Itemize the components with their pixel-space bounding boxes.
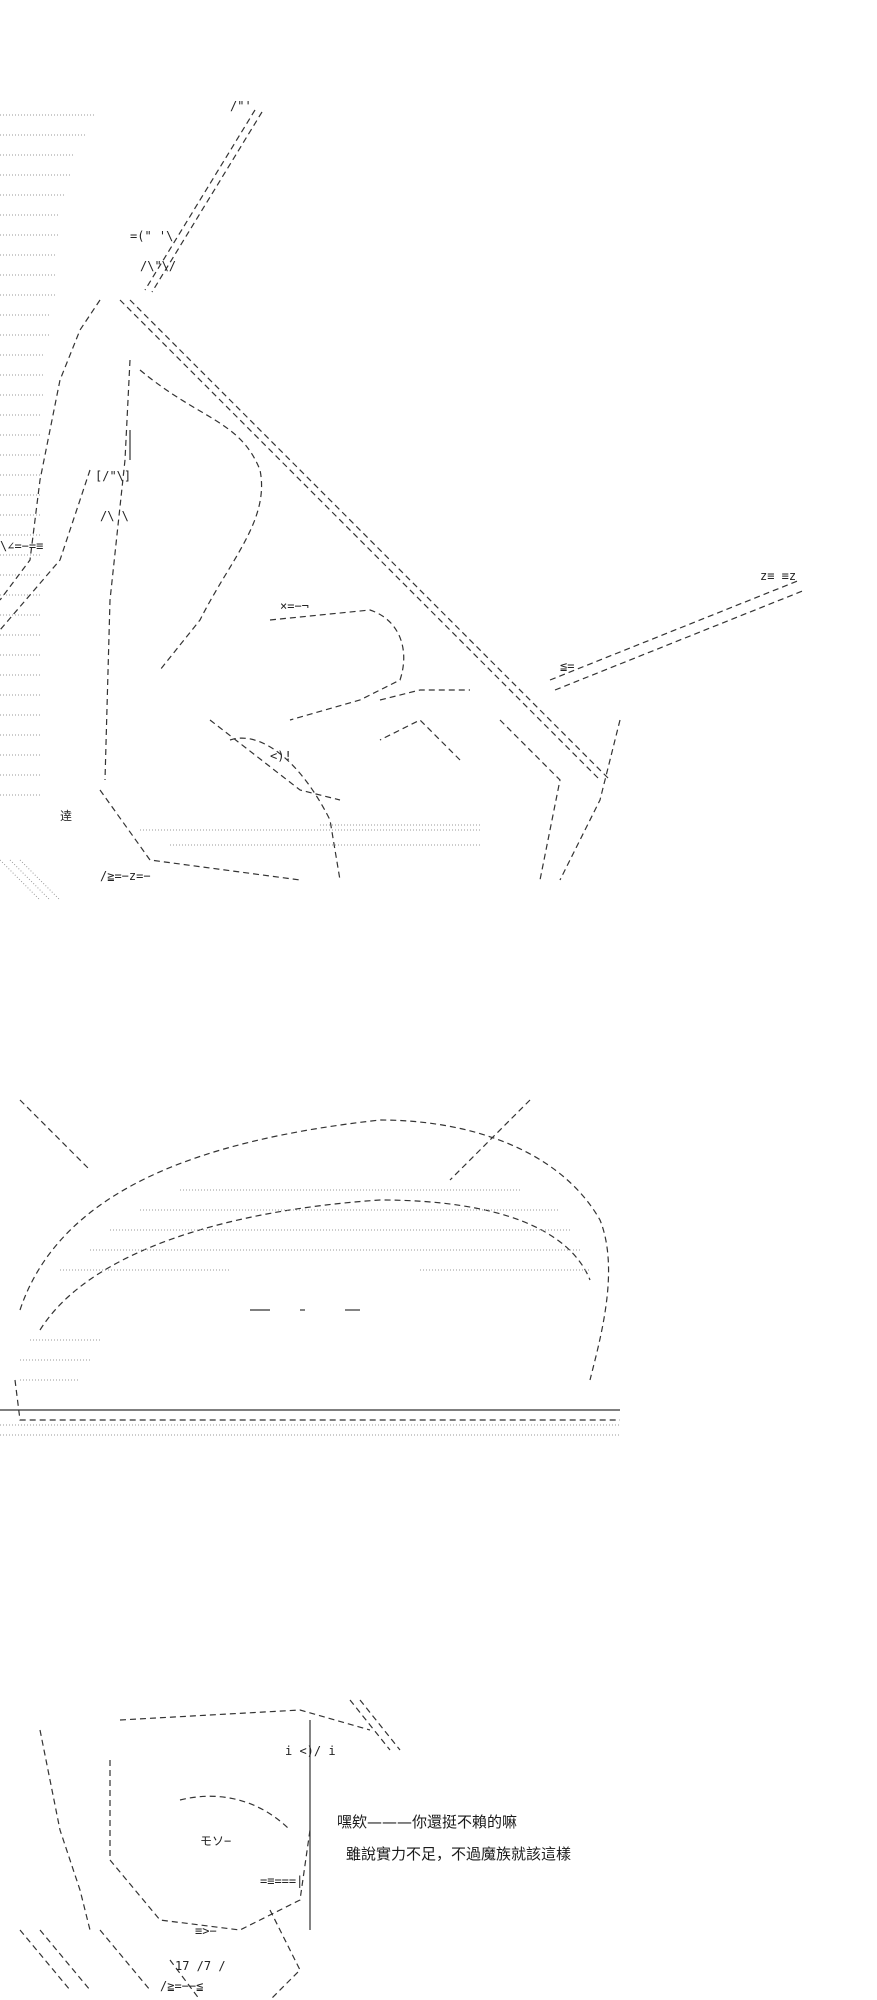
dialogue-line-2: 雖說實力不足，不過魔族就該這樣: [346, 1845, 572, 1863]
svg-text:=(" '\: =(" '\: [130, 229, 173, 243]
svg-text:≡>−: ≡>−: [195, 1924, 217, 1938]
ascii-art-drawing-2: [0, 1099, 620, 1436]
vehicle-outline: [0, 1099, 620, 1421]
svg-text:モソ−: モソ−: [200, 1834, 231, 1848]
ascii-art-drawing-1: /"' =(" '\ /\"\/ [/"\] /\ \ \∠=−=≡ ×=−¬ …: [0, 99, 806, 900]
weapon-lines: [119, 109, 806, 781]
ascii-art-panel-2: [0, 1080, 877, 1460]
svg-text:17 /7 /: 17 /7 /: [175, 1959, 226, 1973]
vehicle-shading: [0, 1189, 620, 1436]
svg-text:z≡ ≡z: z≡ ≡z: [760, 569, 796, 583]
svg-text:i <)/ i: i <)/ i: [285, 1744, 336, 1758]
svg-text:/\ \: /\ \: [100, 509, 129, 523]
left-shading: [0, 114, 95, 796]
svg-text:/≧=−−≦: /≧=−−≦: [160, 1979, 203, 1993]
svg-text:/≧=−z=−: /≧=−z=−: [100, 869, 151, 883]
dialogue-line-1: 嘿欸———你還挺不賴的嘛: [337, 1813, 518, 1831]
glyph-fragments: /"' =(" '\ /\"\/ [/"\] /\ \ \∠=−=≡ ×=−¬ …: [0, 99, 796, 883]
svg-text:<)!: <)!: [270, 749, 292, 763]
face-glyphs: i <)/ i モソ− =≡===| ≡>− 17 /7 / /≧=−−≦: [160, 1744, 336, 1993]
figure-outline: [0, 299, 621, 881]
svg-text:[/"\]: [/"\]: [95, 469, 131, 483]
svg-text:\∠=−=≡: \∠=−=≡: [0, 539, 43, 553]
face-outline: [19, 1699, 401, 2000]
svg-text:逹: 逹: [60, 809, 72, 823]
svg-text:≦=: ≦=: [560, 659, 574, 673]
ascii-art-panel-3: i <)/ i モソ− =≡===| ≡>− 17 /7 / /≧=−−≦ 嘿欸…: [0, 1630, 877, 2000]
ground-shading: [0, 824, 480, 900]
ascii-art-panel-1: /"' =(" '\ /\"\/ [/"\] /\ \ \∠=−=≡ ×=−¬ …: [0, 0, 877, 900]
ascii-art-drawing-3: i <)/ i モソ− =≡===| ≡>− 17 /7 / /≧=−−≦: [19, 1699, 401, 2000]
svg-text:/"': /"': [230, 99, 252, 113]
svg-text:=≡===|: =≡===|: [260, 1874, 303, 1888]
svg-text:/\"\/: /\"\/: [140, 259, 176, 273]
svg-text:×=−¬: ×=−¬: [280, 599, 309, 613]
